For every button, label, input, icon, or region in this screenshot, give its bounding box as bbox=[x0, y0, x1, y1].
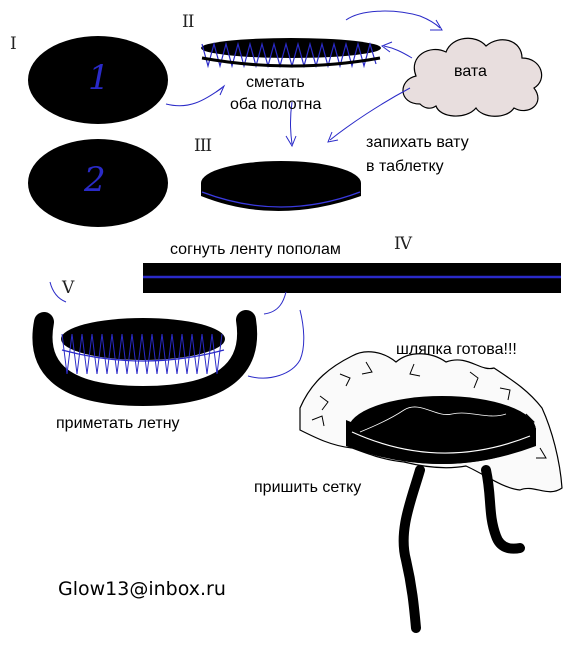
fabric-oval-2 bbox=[28, 139, 168, 227]
label-stuff-line2: в таблетку bbox=[366, 158, 444, 175]
folded-tape bbox=[143, 263, 561, 293]
label-baste-line1: сметать bbox=[246, 74, 305, 91]
step-arrows bbox=[49, 10, 443, 379]
stuffed-tablet bbox=[201, 161, 361, 211]
label-stuff-line1: запихать вату bbox=[366, 134, 469, 151]
author-email: Glow13@inbox.ru bbox=[58, 578, 226, 600]
finished-hat bbox=[299, 351, 563, 633]
step-4-marker: IV bbox=[394, 234, 412, 254]
tape-around-tablet bbox=[32, 310, 258, 407]
step-2-marker: II bbox=[182, 12, 194, 32]
label-hat-ready: шляпка готова!!! bbox=[396, 341, 517, 358]
label-sew-mesh: пришить сетку bbox=[254, 479, 362, 496]
step-5-marker: V bbox=[62, 278, 74, 298]
fabric-oval-1 bbox=[28, 36, 168, 124]
oval-digit-2: 2 bbox=[84, 160, 106, 200]
basted-disc bbox=[201, 38, 381, 69]
step-1-marker: I bbox=[10, 34, 17, 54]
label-baste-tape: приметать летну bbox=[56, 415, 180, 432]
wadding-cloud bbox=[402, 37, 543, 117]
label-wadding: вата bbox=[454, 63, 487, 80]
oval-digit-1: 1 bbox=[88, 58, 110, 98]
step-3-marker: III bbox=[194, 136, 212, 156]
label-fold-tape: согнуть ленту пополам bbox=[170, 241, 341, 258]
label-baste-line2: оба полотна bbox=[230, 96, 322, 113]
